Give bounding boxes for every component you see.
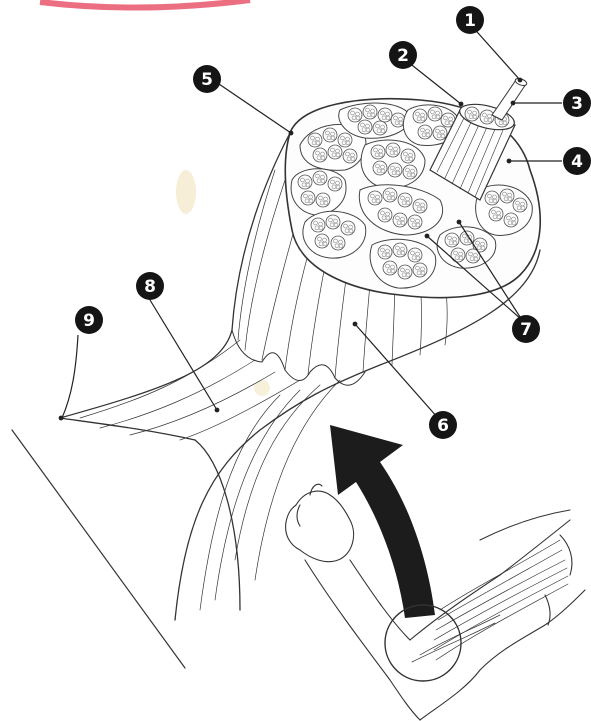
callout-4: 4	[563, 147, 591, 175]
callout-2: 2	[389, 41, 417, 69]
callout-5-label: 5	[201, 70, 213, 90]
paper-stain	[176, 170, 196, 214]
callout-6-label: 6	[437, 416, 449, 436]
muscle-cross-section	[285, 77, 540, 297]
callout-8-label: 8	[144, 277, 156, 297]
callout-7-label: 7	[520, 320, 532, 340]
callout-1: 1	[456, 6, 484, 34]
fascicle-bulges	[232, 330, 365, 385]
callout-9: 9	[75, 306, 103, 334]
callout-7: 7	[512, 315, 540, 343]
pink-marker-stroke	[40, 0, 250, 8]
callout-1-label: 1	[464, 11, 476, 31]
biceps-fiber-lines	[412, 540, 568, 662]
elbow-highlight-circle	[385, 605, 461, 681]
callout-5: 5	[193, 65, 221, 93]
callout-3: 3	[563, 89, 591, 117]
callout-2-label: 2	[397, 46, 409, 66]
callout-4-label: 4	[571, 152, 583, 172]
callout-3-label: 3	[571, 94, 583, 114]
callout-9-label: 9	[83, 311, 95, 331]
surface-line	[12, 430, 185, 668]
flexion-arrow-icon	[330, 425, 435, 618]
flexed-arm-sketch	[286, 484, 585, 720]
callout-6: 6	[429, 411, 457, 439]
callout-8: 8	[136, 272, 164, 300]
